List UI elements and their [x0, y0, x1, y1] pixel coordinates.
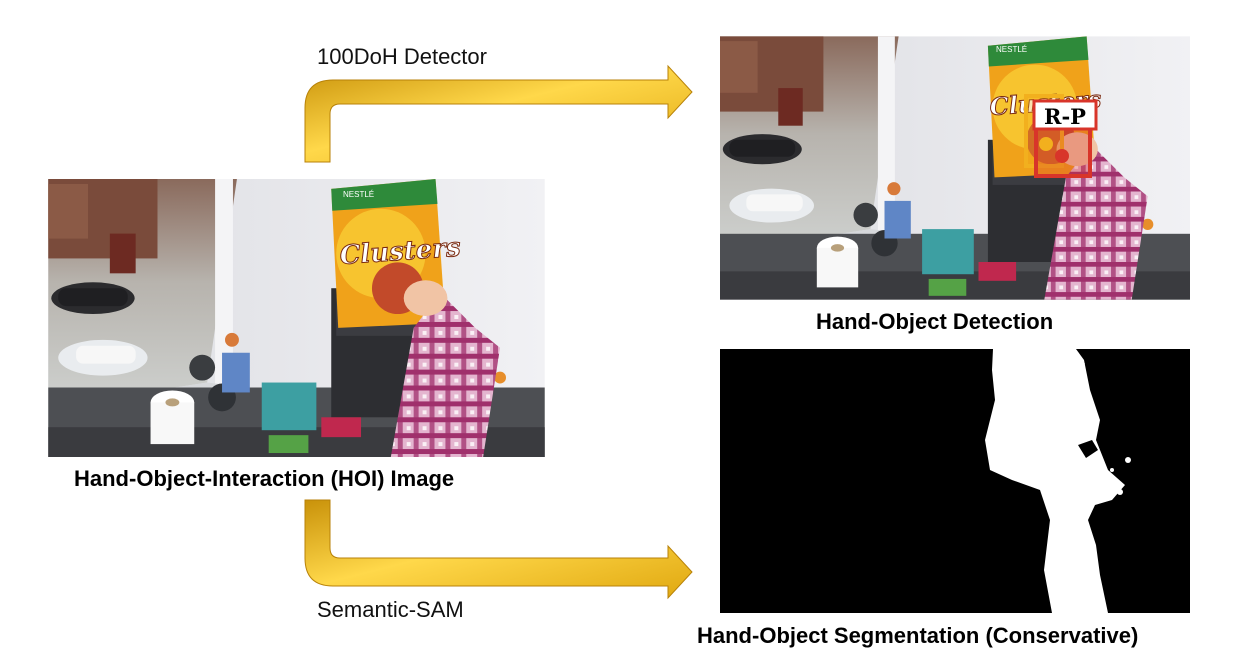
input-brand-text: NESTLÉ	[343, 190, 374, 199]
detection-image: Clusters NESTLÉ R-P	[720, 36, 1190, 300]
detection-brand-text: NESTLÉ	[996, 45, 1027, 54]
input-image-caption: Hand-Object-Interaction (HOI) Image	[74, 466, 455, 491]
detector-arrow	[304, 64, 693, 163]
object-center-dot	[1039, 137, 1053, 151]
segmentation-caption: Hand-Object Segmentation (Conservative)	[697, 623, 1139, 648]
hand-state-label: R-P	[1044, 104, 1086, 129]
detector-arrow-label: 100DoH Detector	[317, 44, 487, 69]
hoi-input-image: Clusters NESTLÉ	[48, 179, 545, 457]
segmenter-arrow-label: Semantic-SAM	[317, 597, 464, 622]
segmenter-arrow	[304, 499, 693, 600]
hand-center-dot	[1055, 149, 1069, 163]
segmentation-mask	[720, 349, 1190, 613]
detection-caption: Hand-Object Detection	[816, 309, 1054, 334]
